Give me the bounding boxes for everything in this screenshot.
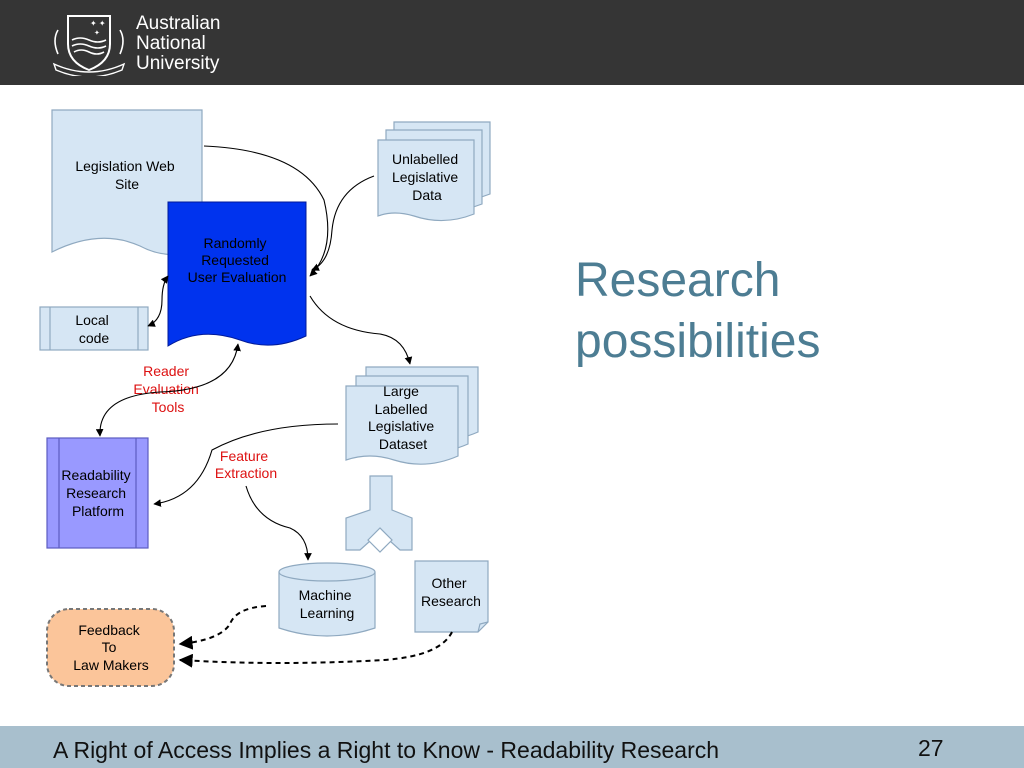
large-labelled-label-4: Dataset: [379, 436, 427, 452]
connector-ml-to-feedback: [178, 605, 267, 650]
logo-line-2: National: [136, 33, 206, 54]
feedback-label-2: To: [102, 639, 117, 655]
svg-text:Randomly Requested: Randomly Requested User Evaluation: [188, 235, 287, 285]
readability-label-3: Platform: [72, 503, 124, 519]
logo-line-1: Australian: [136, 13, 221, 34]
connector-unlabelled-to-evaluation: [311, 175, 375, 271]
svg-text:✦: ✦: [94, 29, 100, 37]
randomly-label-3: User Evaluation: [188, 269, 287, 285]
svg-text:Large Labelled Leg: Large Labelled Legislative Dataset: [368, 383, 438, 452]
readability-label-2: Research: [66, 485, 126, 501]
footer-title: A Right of Access Implies a Right to Kno…: [53, 737, 720, 763]
title-line-2: possibilities: [575, 315, 821, 368]
page-number: 27: [918, 735, 944, 761]
large-labelled-label-3: Legislative: [368, 418, 434, 434]
anu-logo: ✦ ✦ ✦ Australian National University: [50, 10, 230, 76]
connector-dataset-to-platform: [153, 423, 339, 507]
research-diagram: Legislation Web Site Unlabelled Legislat…: [39, 109, 491, 687]
large-labelled-label-1: Large: [383, 383, 419, 399]
large-labelled-label-2: Labelled: [375, 401, 428, 417]
unlabelled-label-2: Legislative: [392, 169, 458, 185]
randomly-requested-node: Randomly Requested User Evaluation: [167, 201, 307, 347]
reader-evaluation-tools-label: Reader Evaluation Tools: [133, 363, 202, 415]
connector-evaluation-platform: [95, 343, 241, 437]
footer-bar: A Right of Access Implies a Right to Kno…: [0, 726, 1024, 768]
readability-label-1: Readability: [61, 467, 130, 483]
header-bar: ✦ ✦ ✦ Australian National University: [0, 0, 1024, 85]
feedback-label-1: Feedback: [78, 622, 140, 638]
machine-learning-node: Machine Learning: [278, 562, 376, 637]
local-code-label-1: Local: [75, 312, 108, 328]
connector-local-code-evaluation: [147, 275, 169, 327]
connector-web-to-evaluation: [203, 145, 329, 277]
randomly-label-2: Requested: [201, 252, 269, 268]
legislation-label-2: Site: [115, 176, 139, 192]
machine-learning-label-2: Learning: [300, 605, 355, 621]
machine-learning-label-1: Machine: [299, 587, 352, 603]
local-code-node: Local code: [39, 306, 149, 351]
svg-text:Machine Learning: Machine Learning: [299, 587, 356, 621]
unlabelled-label-3: Data: [412, 187, 442, 203]
svg-text:Unlabelled Legislative: Unlabelled Legislative Data: [392, 151, 462, 203]
readability-platform-node: Readability Research Platform: [46, 437, 149, 549]
svg-text:✦ ✦: ✦ ✦: [90, 19, 106, 28]
connector-evaluation-to-dataset: [309, 295, 413, 365]
feature-extraction-label: Feature Extraction: [215, 448, 277, 481]
svg-text:Legislation Web Site: Legislation Web Site: [75, 158, 178, 192]
other-research-label-1: Other: [432, 575, 467, 591]
legislation-label-1: Legislation Web: [75, 158, 175, 174]
svg-text:Feedback To Law Ma: Feedback To Law Makers: [73, 622, 148, 673]
feedback-node: Feedback To Law Makers: [46, 608, 175, 687]
connector-other-to-feedback: [178, 631, 453, 668]
large-labelled-dataset-node: Large Labelled Legislative Dataset: [345, 366, 479, 465]
other-research-node: Other Research: [414, 560, 489, 633]
logo-line-3: University: [136, 53, 220, 74]
local-code-label-2: code: [79, 330, 110, 346]
svg-text:Local code: Local code: [75, 312, 112, 346]
anu-crest-icon: ✦ ✦ ✦: [52, 15, 126, 76]
unlabelled-label-1: Unlabelled: [392, 151, 458, 167]
other-research-label-2: Research: [421, 593, 481, 609]
logo-wordmark: Australian National University: [136, 14, 221, 74]
unlabelled-data-node: Unlabelled Legislative Data: [377, 121, 491, 222]
legislation-web-site-node: Legislation Web Site: [51, 109, 203, 256]
feedback-label-3: Law Makers: [73, 657, 148, 673]
slide-title: Research possibilities: [575, 250, 995, 372]
randomly-label-1: Randomly: [204, 235, 267, 251]
connector-extraction-to-ml: [245, 485, 312, 561]
svg-text:Readability Research: Readability Research Platform: [61, 467, 134, 519]
title-line-1: Research: [575, 254, 781, 307]
svg-text:Other Research: Other Research: [421, 575, 481, 609]
